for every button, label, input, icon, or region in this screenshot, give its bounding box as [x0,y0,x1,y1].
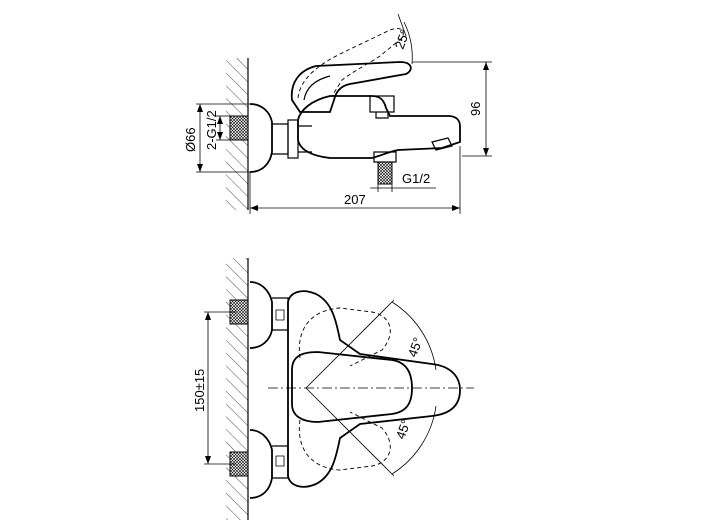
angle-arc-lower [391,405,437,475]
angle-arc-25 [403,21,413,65]
label-inlet-thread: 2-G1/2 [204,110,219,150]
escutcheon-side [249,103,273,173]
label-height-96: 96 [468,102,483,116]
label-diameter-66: Ø66 [183,127,198,152]
label-angle-upper: 45° [405,335,426,359]
lever-rotated-lower [298,411,391,471]
lever-handle-top [291,351,413,423]
spout-outlet [431,137,453,151]
lever-handle-side [290,61,412,113]
lever-rotated-upper [298,307,391,367]
label-angle-lower: 45° [393,417,414,441]
mixer-body-side [297,95,461,159]
mixer-body-top [287,290,461,488]
wall-hatch-bottom [226,258,248,520]
label-center-distance: 150±15 [192,369,207,412]
diverter-knob [369,95,395,119]
escutcheon-upper [249,281,273,349]
angle-arc-upper [391,301,437,371]
side-view: 25° 96 Ø66 2-G1/2 G1/2 207 [183,13,492,214]
label-outlet-thread: G1/2 [402,171,430,186]
lever-rotated-side [297,27,404,99]
label-length-207: 207 [344,192,366,207]
escutcheon-lower [249,429,273,499]
label-angle-25: 25° [392,27,413,51]
top-view: 45° 45° 150±15 [192,258,474,520]
eccentric-thread-top [229,115,249,141]
